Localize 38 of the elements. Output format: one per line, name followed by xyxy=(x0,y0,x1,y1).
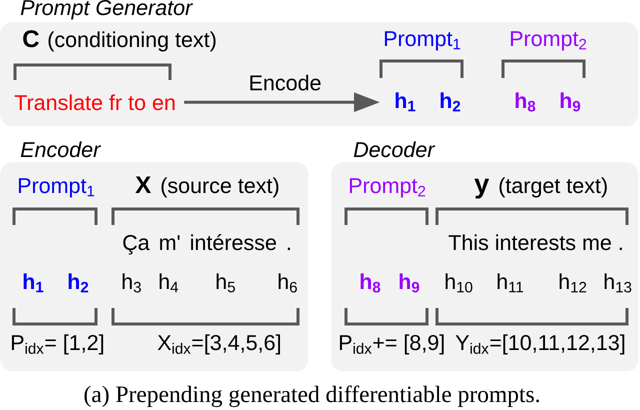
description-label: (target text) xyxy=(500,177,607,198)
token-label: h$_{2}$ xyxy=(68,273,88,292)
token-label: h$_{12}$ xyxy=(560,273,586,292)
token-label: h$_{11}$ xyxy=(498,273,524,292)
panel-heading: Decoder xyxy=(354,141,436,158)
prompt-label: Prompt$_{1}$ xyxy=(18,178,94,198)
token-label: h$_{3}$ xyxy=(122,273,141,292)
symbol-label: X xyxy=(135,176,151,193)
token-label: h$_{1}$ xyxy=(396,92,416,112)
caption: (a) Prepending generated differentiable prompts. xyxy=(84,385,539,408)
sentence-label: This interests me . xyxy=(448,234,622,250)
symbol-label: y xyxy=(474,178,490,199)
token-label: h$_{1}$ xyxy=(24,273,44,292)
token-label: h$_{4}$ xyxy=(160,273,178,292)
token-label: h$_{8}$ xyxy=(516,92,536,112)
instruction-text: Translate fr to en xyxy=(14,94,174,110)
description-label: (conditioning text) xyxy=(48,31,216,52)
prompt-label: Prompt$_{1}$ xyxy=(384,31,460,50)
panel-heading: Prompt Generator xyxy=(20,0,193,20)
index-label: Y$_{idx}$=[10,11,12,13] xyxy=(456,334,624,354)
token-label: h$_{5}$ xyxy=(216,273,235,292)
token-label: h$_{6}$ xyxy=(278,273,297,292)
token-label: h$_{8}$ xyxy=(360,273,380,292)
token-label: h$_{9}$ xyxy=(400,273,420,292)
panel-heading: Encoder xyxy=(20,141,101,158)
index-label: P$_{idx}$= [1,2] xyxy=(12,334,104,354)
index-label: X$_{idx}$=[3,4,5,6] xyxy=(158,334,280,354)
token-label: h$_{9}$ xyxy=(560,92,580,112)
token-label: h$_{2}$ xyxy=(440,92,460,112)
sentence-label: Ça m' intéresse . xyxy=(123,234,290,255)
symbol-label: C xyxy=(23,30,39,48)
edge-label: Encode xyxy=(248,74,323,92)
description-label: (source text) xyxy=(162,177,278,198)
index-label: P$_{idx}$+= [8,9] xyxy=(340,334,444,354)
prompt-label: Prompt$_{2}$ xyxy=(350,178,426,198)
token-label: h$_{10}$ xyxy=(446,273,472,292)
token-label: h$_{13}$ xyxy=(604,273,632,292)
prompt-label: Prompt$_{2}$ xyxy=(510,31,586,50)
